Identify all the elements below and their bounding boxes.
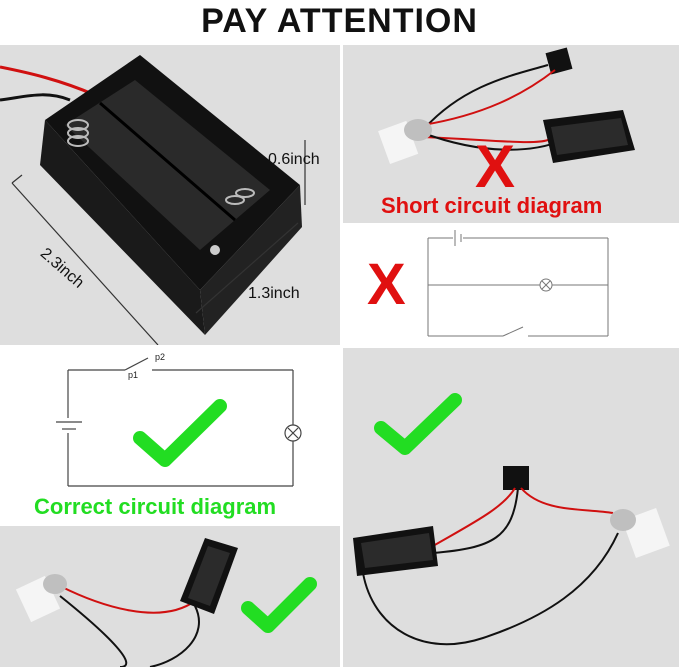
switch-label-p2: p2: [155, 352, 166, 362]
height-dimension-label: 0.6inch: [268, 151, 320, 168]
correct-photo-panel-right: [343, 348, 679, 667]
correct-schematic-panel: p1 p2 Correct circuit diagram: [0, 348, 340, 524]
short-circuit-wiring-illustration: [378, 47, 635, 165]
switch-label-p1: p1: [128, 370, 139, 380]
page-title: PAY ATTENTION: [201, 2, 478, 40]
wrong-mark-schematic: X: [367, 252, 406, 317]
correct-wiring-illustration-left: [15, 538, 317, 667]
short-circuit-caption: Short circuit diagram: [381, 193, 603, 218]
short-circuit-schematic-panel: X: [343, 226, 679, 344]
correct-wiring-illustration-right: [353, 393, 670, 646]
battery-holder-panel: 0.6inch 2.3inch 1.3inch: [0, 45, 340, 345]
correct-schematic: [56, 357, 302, 487]
wrong-mark-photo: X: [475, 133, 516, 200]
short-circuit-schematic: [427, 230, 609, 337]
correct-circuit-caption: Correct circuit diagram: [34, 494, 277, 519]
width-dimension-label: 1.3inch: [248, 285, 300, 302]
short-circuit-photo-panel: X Short circuit diagram: [343, 45, 679, 223]
correct-photo-panel-left: [0, 526, 340, 667]
battery-holder-illustration: [0, 55, 306, 345]
